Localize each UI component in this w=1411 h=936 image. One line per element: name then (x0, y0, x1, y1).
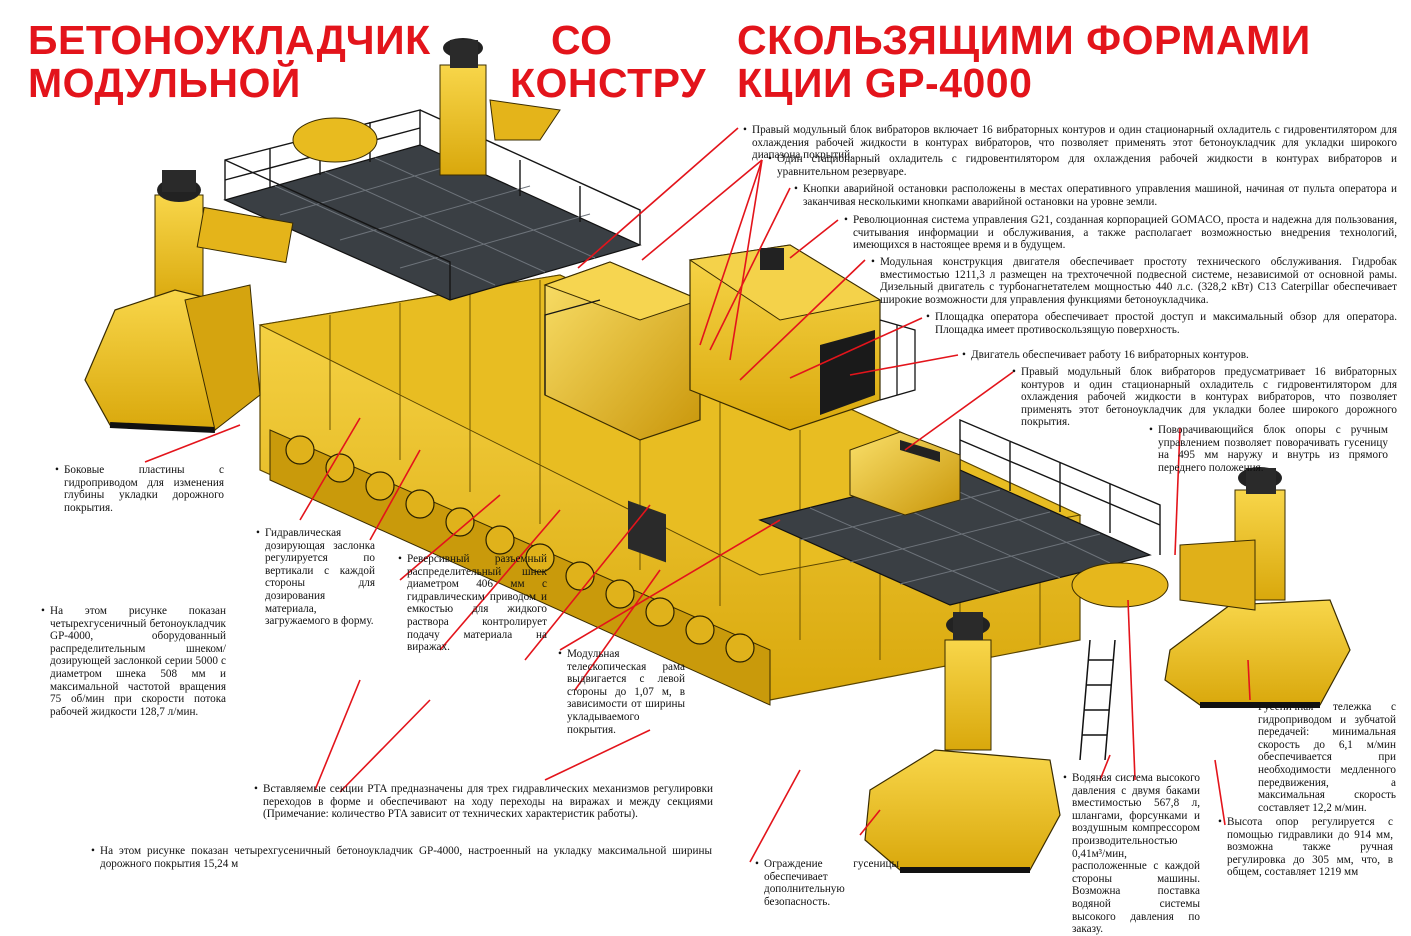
note-height: • Высота опор регулируется с помощью гид… (1218, 816, 1393, 879)
note-swivel: • Поворачивающийся блок опоры с ручным у… (1149, 424, 1388, 474)
note-text: Двигатель обеспечивает работу 16 вибрато… (971, 349, 1249, 361)
left-deck (223, 109, 642, 301)
bullet-icon: • (1249, 701, 1253, 713)
note-text: Модульная конструкция двигателя обеспечи… (880, 256, 1397, 306)
ladder (1079, 639, 1116, 761)
right-front-track (1164, 467, 1351, 708)
title-word-1: БЕТОНОУКЛАДЧИК (28, 17, 431, 63)
note-text: На этом рисунке показан четырехгусеничны… (50, 605, 226, 718)
title-word-6: КЦИИ GP-4000 (737, 60, 1033, 106)
bullet-icon: • (398, 553, 402, 565)
note-auger: • Реверсивный разъемный распределительны… (398, 553, 547, 654)
note-text: Революционная система управления G21, со… (853, 214, 1397, 252)
note-text: Гусеничная тележка с гидроприводом и зуб… (1258, 701, 1396, 814)
note-water: • Водяная система высокого давления с дв… (1063, 772, 1200, 936)
note-text: Правый модульный блок вибраторов предусм… (1021, 366, 1397, 429)
note-telescope: • Модульная телескопическая рама выдвига… (558, 648, 685, 736)
bullet-icon: • (871, 256, 875, 268)
note-right-module-mid: • Правый модульный блок вибраторов преду… (1012, 366, 1397, 429)
note-gate: • Гидравлическая дозирующая заслонка рег… (256, 527, 375, 628)
note-text: На этом рисунке показан четырехгусеничны… (100, 845, 712, 870)
note-text: Правый модульный блок вибраторов включае… (752, 124, 1397, 162)
right-rear-track (864, 612, 1061, 873)
note-text: Вставляемые секции PTA предназначены для… (263, 783, 713, 821)
note-text: Один стационарный охладитель с гидровент… (777, 153, 1397, 178)
bullet-icon: • (794, 183, 798, 195)
note-text: Ограждение гусеницы обеспечивает дополни… (764, 858, 899, 908)
note-estop: • Кнопки аварийной остановки расположены… (794, 183, 1397, 208)
bullet-icon: • (1149, 424, 1153, 436)
note-text: Водяная система высокого давления с двум… (1072, 772, 1200, 936)
note-pta: • Вставляемые секции PTA предназначены д… (254, 783, 713, 821)
title-word-5: КОНСТРУ (510, 60, 706, 106)
note-four-track: • На этом рисунке показан четырехгусенич… (41, 605, 226, 718)
note-text: Площадка оператора обеспечивает простой … (935, 311, 1397, 336)
bullet-icon: • (962, 349, 966, 361)
bullet-icon: • (1063, 772, 1067, 784)
note-track-drive: • Гусеничная тележка с гидроприводом и з… (1249, 701, 1396, 814)
bullet-icon: • (41, 605, 45, 617)
title-word-4: МОДУЛЬНОЙ (28, 60, 301, 106)
note-side-plates: • Боковые пластины с гидроприводом для и… (55, 464, 224, 514)
bullet-icon: • (768, 153, 772, 165)
bullet-icon: • (91, 845, 95, 857)
note-max-width: • На этом рисунке показан четырехгусенич… (91, 845, 712, 870)
left-front-leg (292, 38, 561, 176)
right-deck (758, 418, 1169, 608)
bullet-icon: • (256, 527, 260, 539)
bullet-icon: • (558, 648, 562, 660)
engine-module (543, 244, 916, 563)
note-engine-vib: • Двигатель обеспечивает работу 16 вибра… (962, 349, 1397, 362)
note-platform: • Площадка оператора обеспечивает просто… (926, 311, 1397, 336)
bullet-icon: • (1218, 816, 1222, 828)
paver-illustration (84, 38, 1351, 873)
note-right-module-top: • Правый модульный блок вибраторов включ… (743, 124, 1397, 162)
callout-pointers (144, 127, 1251, 863)
note-text: Кнопки аварийной остановки расположены в… (803, 183, 1397, 208)
bullet-icon: • (926, 311, 930, 323)
bullet-icon: • (254, 783, 258, 795)
note-engine-module: • Модульная конструкция двигателя обеспе… (871, 256, 1397, 306)
note-text: Боковые пластины с гидроприводом для изм… (64, 464, 224, 514)
note-text: Реверсивный разъемный распределительный … (407, 553, 547, 654)
title-word-3: СКОЛЬЗЯЩИМИ ФОРМАМИ (737, 17, 1311, 63)
bullet-icon: • (1012, 366, 1016, 378)
note-g21: • Революционная система управления G21, … (844, 214, 1397, 252)
note-text: Модульная телескопическая рама выдвигает… (567, 648, 685, 736)
note-text: Поворачивающийся блок опоры с ручным упр… (1158, 424, 1388, 474)
title-word-2: СО (551, 17, 613, 63)
note-text: Гидравлическая дозирующая заслонка регул… (265, 527, 375, 628)
left-rear-track (84, 170, 294, 433)
note-guard: • Ограждение гусеницы обеспечивает допол… (755, 858, 899, 908)
bullet-icon: • (743, 124, 747, 136)
bullet-icon: • (844, 214, 848, 226)
bullet-icon: • (755, 858, 759, 870)
bullet-icon: • (55, 464, 59, 476)
note-cooler: • Один стационарный охладитель с гидрове… (768, 153, 1397, 178)
note-text: Высота опор регулируется с помощью гидра… (1227, 816, 1393, 879)
